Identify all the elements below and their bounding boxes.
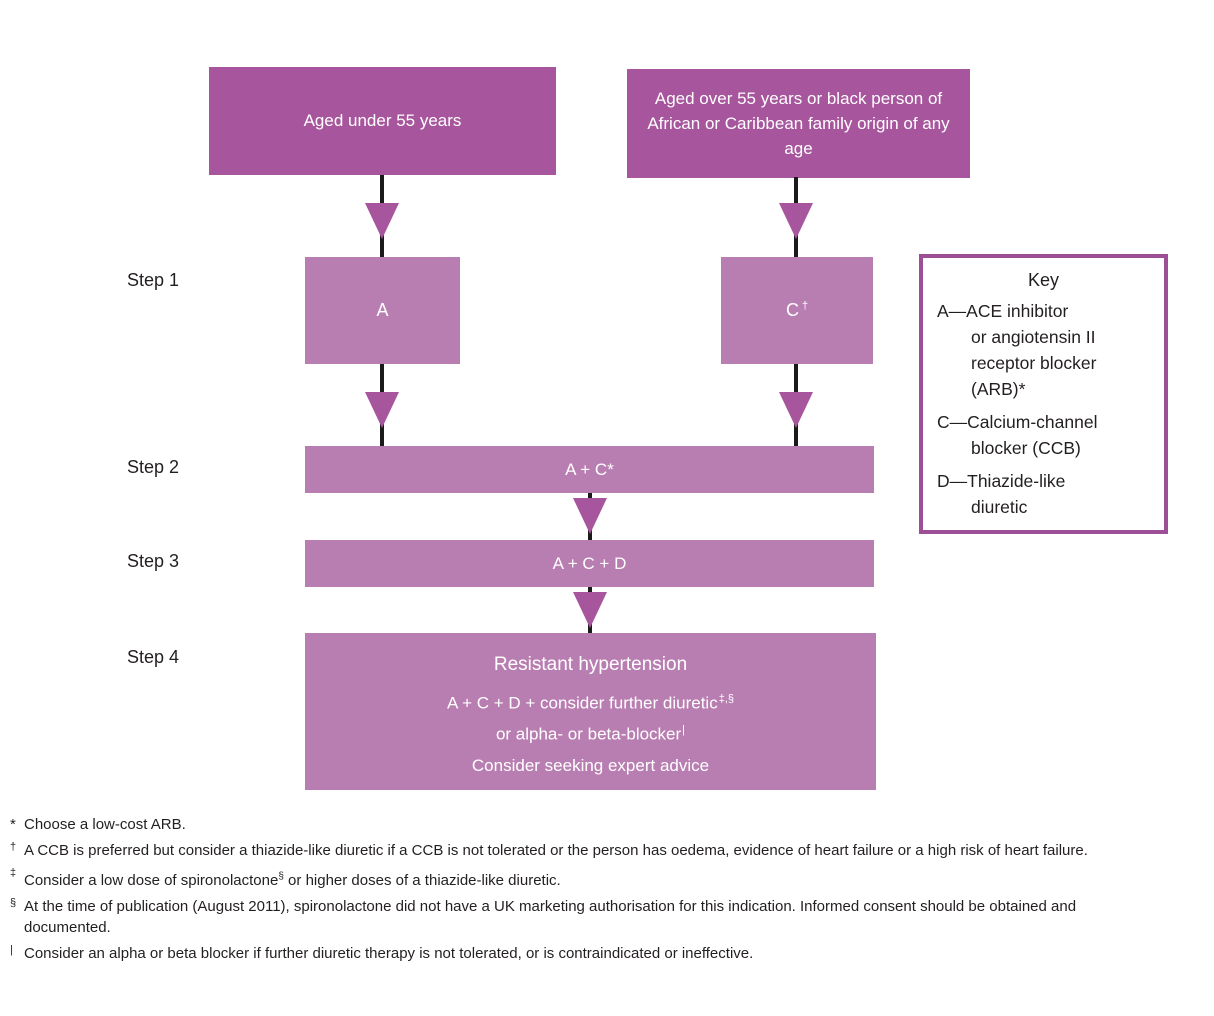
footnote: *Choose a low-cost ARB. <box>10 816 186 833</box>
arrowhead-icon <box>779 392 813 428</box>
step4-line-diuretic: A + C + D + consider further diuretic‡,§ <box>446 693 734 713</box>
key-entry-line: or angiotensin II <box>971 327 1096 347</box>
key-entry-line: D—Thiazide-like <box>937 471 1066 491</box>
arrowhead-icon <box>365 203 399 239</box>
arrow-down <box>365 175 399 257</box>
arrowhead-icon <box>573 592 607 628</box>
step-2-label: Step 2 <box>127 457 180 477</box>
step1-box-c-label: C† <box>785 300 809 320</box>
footnote: §At the time of publication (August 2011… <box>10 896 1150 938</box>
key-entry: D—Thiazide-like diuretic <box>937 468 1164 520</box>
key-entries: A—ACE inhibitor or angiotensin II receptor… <box>937 298 1164 520</box>
arrow-down <box>365 364 399 446</box>
step4-box: Resistant hypertension A + C + D + consi… <box>305 633 876 790</box>
arrow-down <box>573 493 607 540</box>
box-aged-under-55-label: Aged under 55 years <box>303 111 462 130</box>
footnote-marker: § <box>10 897 17 909</box>
footnote: ‡Consider a low dose of spironolactone§ … <box>10 866 1150 891</box>
step4-title: Resistant hypertension <box>493 654 688 675</box>
footnote-marker: | <box>10 944 13 956</box>
dagger-superscript: † <box>801 300 809 312</box>
key-entry-line: receptor blocker <box>971 353 1097 373</box>
footnote-marker: † <box>10 841 17 853</box>
key-entry-line: (ARB)* <box>971 379 1026 399</box>
footnote-marker: ‡ <box>10 867 17 879</box>
footnote-superscript: § <box>278 871 284 882</box>
footnote-marker: * <box>10 816 16 833</box>
footnote-superscript: ‡,§ <box>718 693 734 705</box>
step3-box: A + C + D <box>305 540 874 587</box>
footnote: |Consider an alpha or beta blocker if fu… <box>10 943 1150 964</box>
key-entry: C—Calcium-channel blocker (CCB) <box>937 409 1164 461</box>
arrowhead-icon <box>573 498 607 534</box>
step3-box-label: A + C + D <box>552 553 627 573</box>
step2-box: A + C* <box>305 446 874 493</box>
key-entry-line: diuretic <box>971 497 1028 517</box>
key-entry: A—ACE inhibitor or angiotensin II receptor… <box>937 298 1164 402</box>
step2-box-label: A + C* <box>565 459 614 479</box>
step1-box-a-label: A <box>376 300 389 320</box>
step4-line-blocker: or alpha- or beta-blocker| <box>495 723 686 744</box>
box-aged-over-55-label: Aged over 55 years or black person of Af… <box>647 89 950 158</box>
key-title: Key <box>1027 270 1060 290</box>
step-4-label: Step 4 <box>127 647 180 667</box>
step-1-label: Step 1 <box>127 270 180 290</box>
key-box: Key A—ACE inhibitor or angiotensin II rece… <box>919 254 1168 534</box>
arrow-down <box>779 177 813 257</box>
footnote-superscript: | <box>682 723 686 736</box>
footnote: †A CCB is preferred but consider a thiaz… <box>10 840 1150 861</box>
footnotes: *Choose a low-cost ARB. †A CCB is preferr… <box>10 814 1150 969</box>
step1-box-c: C† <box>721 257 873 364</box>
arrow-down <box>779 364 813 446</box>
key-entry-line: C—Calcium-channel <box>937 412 1098 432</box>
box-aged-over-55: Aged over 55 years or black person of Af… <box>627 69 970 178</box>
box-aged-under-55: Aged under 55 years <box>209 67 556 175</box>
arrow-down <box>573 587 607 633</box>
arrowhead-icon <box>779 203 813 239</box>
arrowhead-icon <box>365 392 399 428</box>
step4-advice: Consider seeking expert advice <box>471 756 710 776</box>
key-entry-line: blocker (CCB) <box>971 438 1081 458</box>
step-3-label: Step 3 <box>127 551 180 571</box>
key-entry-line: A—ACE inhibitor <box>937 301 1069 321</box>
step1-box-a: A <box>305 257 460 364</box>
